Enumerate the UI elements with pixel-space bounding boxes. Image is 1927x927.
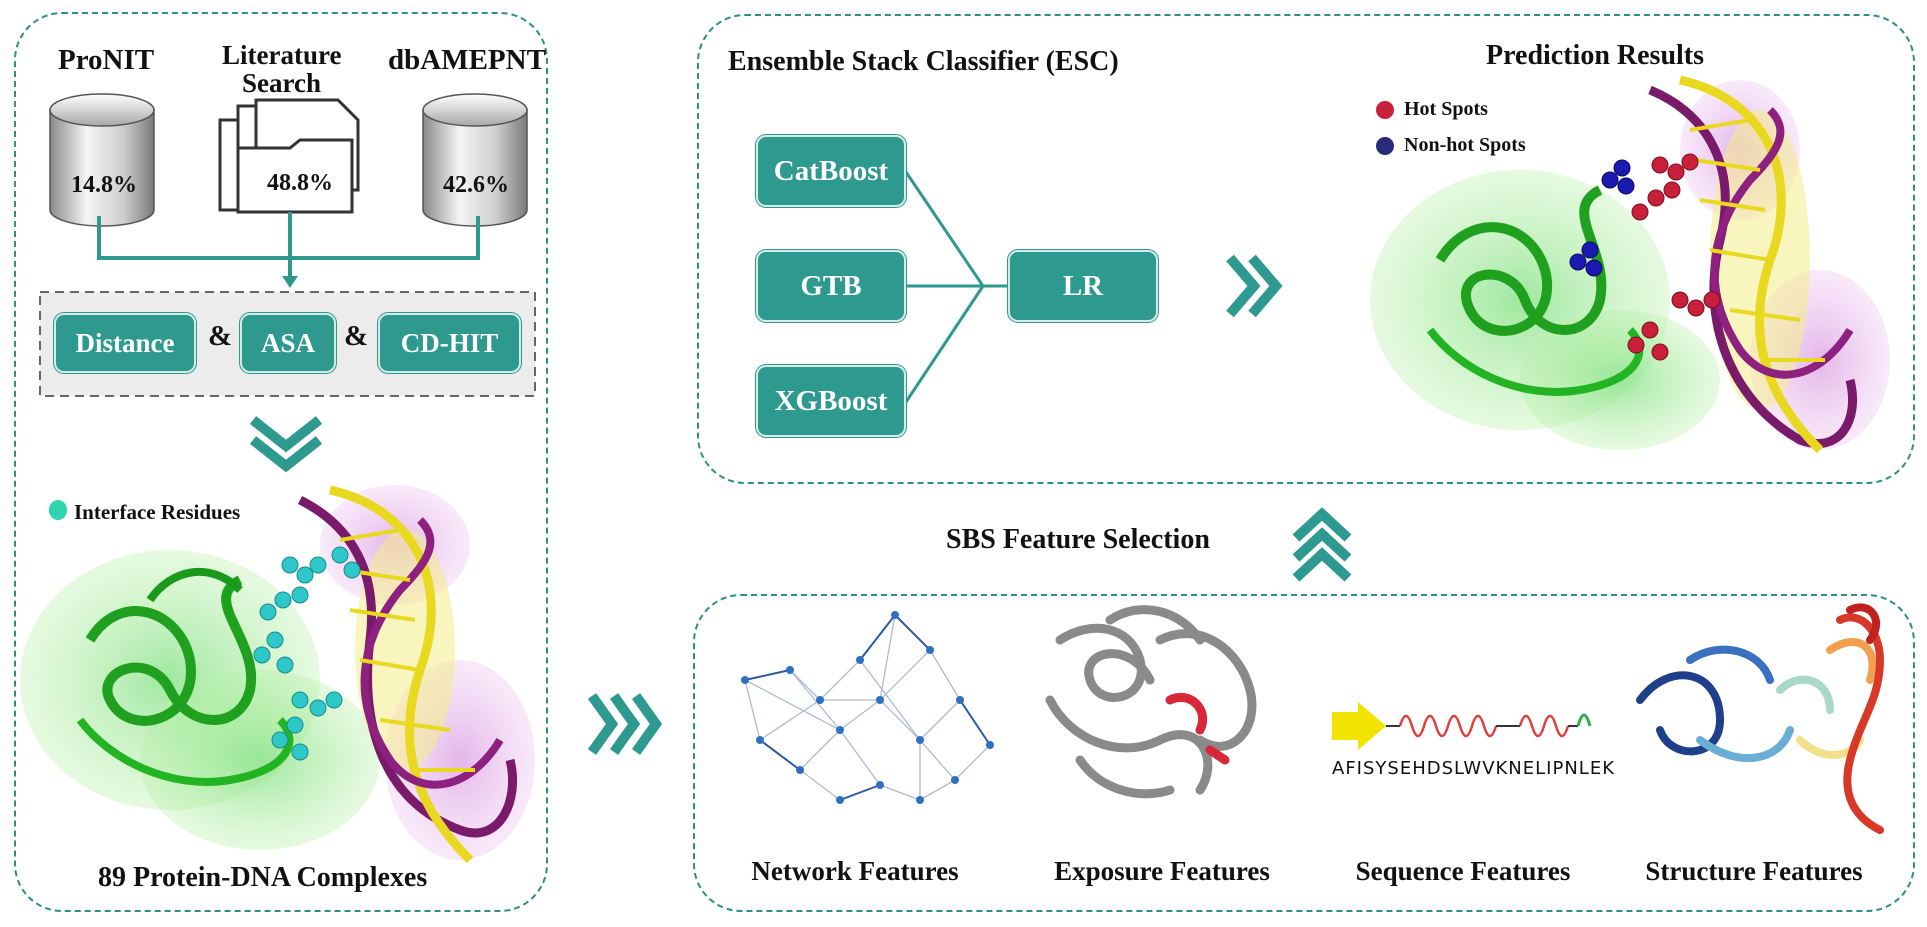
prediction-title: Prediction Results <box>1486 40 1705 71</box>
triple-right-chevron-icon <box>587 693 663 755</box>
asa-filter: ASA <box>240 313 336 373</box>
literature-label-line1: Literature <box>222 40 342 70</box>
non-hot-spots-legend: Non-hot Spots <box>1404 134 1526 156</box>
dbamepnt-label: dbAMEPNT <box>388 44 546 76</box>
exposure-features-label: Exposure Features <box>1054 856 1270 886</box>
literature-documents-icon <box>218 98 360 214</box>
dbamepnt-database-icon <box>422 93 528 227</box>
source-connectors <box>97 212 480 282</box>
hot-spots-legend: Hot Spots <box>1404 98 1488 120</box>
structure-features-label: Structure Features <box>1645 856 1863 886</box>
pronit-label: ProNIT <box>58 44 155 76</box>
literature-percentage: 48.8% <box>267 170 333 196</box>
dataset-panel <box>14 12 548 912</box>
pronit-percentage: 14.8% <box>71 172 137 198</box>
down-chevron-icon <box>249 416 323 473</box>
prediction-complex-image <box>1370 75 1890 454</box>
lr-meta-model: LR <box>1008 250 1158 322</box>
complexes-caption: 89 Protein-DNA Complexes <box>98 862 428 893</box>
esc-title: Ensemble Stack Classifier (ESC) <box>728 46 1119 77</box>
structure-protein-image <box>1636 603 1885 834</box>
network-features-label: Network Features <box>751 856 959 886</box>
exposure-protein-image <box>1045 605 1257 799</box>
right-chevron-icon <box>1226 254 1283 318</box>
interface-residue-dot <box>49 500 67 520</box>
non-hot-spot-dot <box>1376 137 1394 155</box>
sequence-feature-image <box>1332 702 1592 750</box>
dbamepnt-percentage: 42.6% <box>443 172 509 198</box>
ampersand-2: & <box>344 320 369 352</box>
esc-panel <box>697 14 1915 484</box>
up-chevron-icon <box>1292 507 1352 582</box>
interface-residues-legend: Interface Residues <box>74 500 241 524</box>
ampersand-1: & <box>208 320 233 352</box>
esc-connectors <box>904 171 1008 403</box>
sbs-title: SBS Feature Selection <box>946 524 1210 555</box>
network-graph-image <box>741 611 994 804</box>
pronit-database-icon <box>49 93 155 227</box>
features-panel <box>693 594 1915 912</box>
sequence-features-label: Sequence Features <box>1355 856 1571 886</box>
hot-spot-dot <box>1376 101 1394 119</box>
protein-dna-complex-image <box>20 485 535 864</box>
catboost-model: CatBoost <box>756 135 906 207</box>
gtb-model: GTB <box>756 250 906 322</box>
xgboost-model: XGBoost <box>756 365 906 437</box>
down-arrow-head <box>282 276 298 288</box>
distance-filter: Distance <box>54 313 196 373</box>
cdhit-filter: CD-HIT <box>378 313 521 373</box>
literature-label-line2: Search <box>242 68 321 98</box>
sequence-text: AFISYSEHDSLWVKNELIPNLEK <box>1332 758 1616 779</box>
